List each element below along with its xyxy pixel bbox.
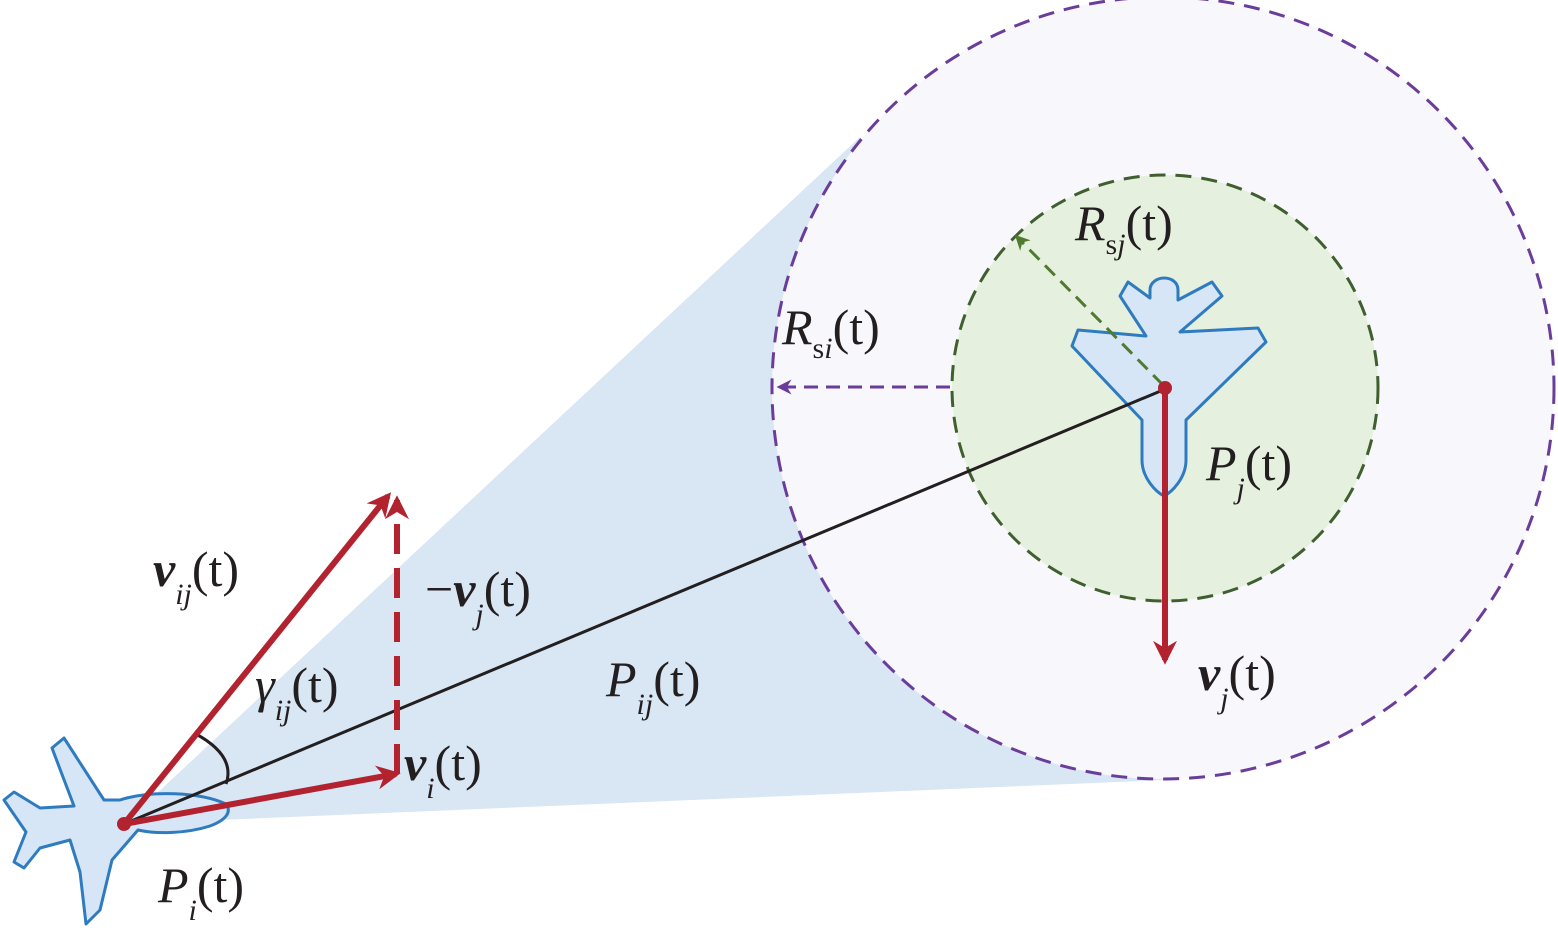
label-r-sj: Rsj(t) (1074, 195, 1173, 261)
position-j-dot (1158, 381, 1172, 395)
relative-position-line (123, 388, 1164, 826)
label-p-ij: Pij(t) (605, 651, 700, 721)
label-r-si: Rsi(t) (781, 299, 880, 365)
label-neg-v-j: −vj(t) (425, 561, 531, 631)
angle-arc (195, 732, 230, 785)
velocity-vi-arrow (123, 765, 401, 827)
label-v-j: vj(t) (1198, 645, 1276, 715)
label-v-i: vi(t) (404, 735, 482, 805)
position-i-dot (117, 817, 131, 831)
velocity-vij-arrow (121, 492, 392, 826)
label-p-i: Pi(t) (157, 857, 244, 927)
label-v-ij: vij(t) (153, 541, 239, 611)
label-p-j: Pj(t) (1205, 435, 1292, 505)
label-gamma-ij: γij(t) (255, 657, 339, 727)
radius-sj-arrow (1014, 234, 1165, 387)
